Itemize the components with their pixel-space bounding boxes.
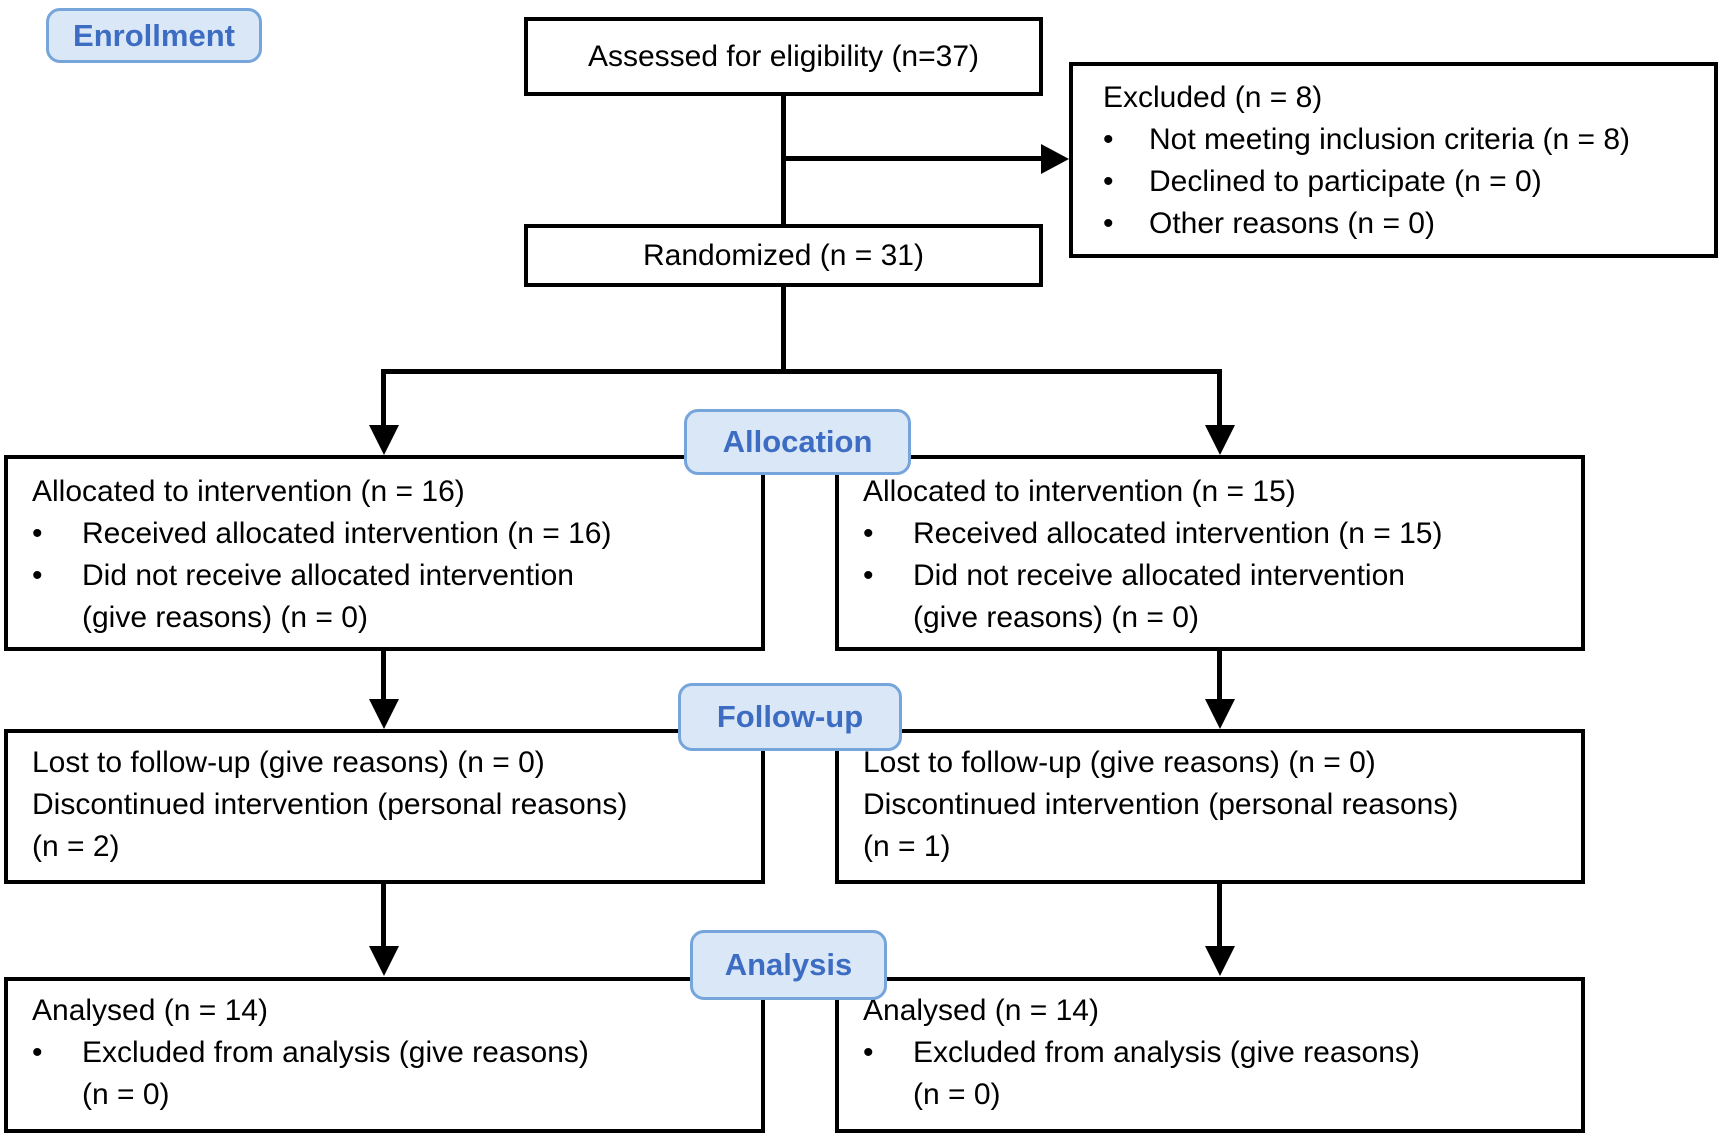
bullet-icon: • (863, 517, 874, 550)
bullet-icon: • (32, 1036, 43, 1069)
allocation-stage-label: Allocation (684, 409, 911, 475)
excluded-title-text: Excluded (n = 8) (1103, 81, 1323, 114)
allocation-right-title-text: Allocated to intervention (n = 15) (863, 475, 1296, 508)
followup-right-text: Discontinued intervention (personal reas… (863, 788, 1459, 821)
followup-left-text: Lost to follow-up (give reasons) (n = 0) (32, 746, 545, 779)
followup-left-line: Discontinued intervention (personal reas… (32, 784, 747, 826)
allocation-right-item-continuation: (give reasons) (n = 0) (863, 597, 1567, 639)
followup-right-box: Lost to follow-up (give reasons) (n = 0)… (835, 729, 1585, 884)
arrowhead-down-followup-left-icon (369, 699, 399, 729)
excluded-item-line: • Not meeting inclusion criteria (n = 8) (1103, 119, 1700, 161)
allocation-left-item-continuation: (give reasons) (n = 0) (32, 597, 747, 639)
bullet-icon: • (32, 559, 43, 592)
arrowhead-right-excluded-icon (1041, 144, 1069, 174)
allocation-left-item-text: (give reasons) (n = 0) (82, 601, 368, 634)
analysis-stage-label: Analysis (690, 930, 887, 1000)
followup-stage-label-text: Follow-up (716, 699, 864, 734)
followup-left-text: Discontinued intervention (personal reas… (32, 788, 628, 821)
connector-followup-to-analysis-right (1217, 884, 1222, 947)
bullet-icon: • (1103, 123, 1114, 156)
analysis-left-item-line: • Excluded from analysis (give reasons) (32, 1032, 747, 1074)
followup-right-line: Discontinued intervention (personal reas… (863, 784, 1567, 826)
connector-alloc-to-followup-left (381, 651, 386, 701)
followup-right-line: Lost to follow-up (give reasons) (n = 0) (863, 742, 1567, 784)
excluded-item-line: • Other reasons (n = 0) (1103, 203, 1700, 245)
allocation-right-item-text: (give reasons) (n = 0) (913, 601, 1199, 634)
allocation-right-item-text: Did not receive allocated intervention (913, 559, 1405, 592)
allocation-right-title-line: Allocated to intervention (n = 15) (863, 471, 1567, 513)
followup-right-text: (n = 1) (863, 830, 951, 863)
allocation-stage-label-text: Allocation (722, 424, 873, 459)
connector-branch-bar (381, 369, 1222, 374)
followup-stage-label: Follow-up (678, 683, 902, 751)
hanging-indent-spacer (32, 1074, 82, 1116)
analysis-left-title-text: Analysed (n = 14) (32, 994, 268, 1027)
followup-right-line: (n = 1) (863, 826, 1567, 868)
bullet-icon: • (1103, 165, 1114, 198)
randomized-text: Randomized (n = 31) (643, 238, 924, 272)
allocation-right-item-line: • Received allocated intervention (n = 1… (863, 513, 1567, 555)
allocation-left-item-line: • Did not receive allocated intervention (32, 555, 747, 597)
excluded-title-line: Excluded (n = 8) (1103, 77, 1700, 119)
analysis-right-title-text: Analysed (n = 14) (863, 994, 1099, 1027)
arrowhead-down-allocation-left-icon (369, 425, 399, 455)
allocation-left-title-text: Allocated to intervention (n = 16) (32, 475, 465, 508)
allocation-right-item-text: Received allocated intervention (n = 15) (913, 517, 1443, 550)
connector-randomized-stem (781, 287, 786, 374)
arrowhead-down-analysis-right-icon (1205, 946, 1235, 976)
assessed-for-eligibility-text: Assessed for eligibility (n=37) (587, 39, 979, 73)
analysis-left-box: Analysed (n = 14) • Excluded from analys… (4, 977, 765, 1133)
connector-to-excluded (781, 156, 1041, 161)
allocation-left-title-line: Allocated to intervention (n = 16) (32, 471, 747, 513)
analysis-left-item-text: Excluded from analysis (give reasons) (82, 1036, 589, 1069)
allocation-left-box: Allocated to intervention (n = 16) • Rec… (4, 455, 765, 651)
arrowhead-down-allocation-right-icon (1205, 425, 1235, 455)
excluded-item-line: • Declined to participate (n = 0) (1103, 161, 1700, 203)
connector-alloc-to-followup-right (1217, 651, 1222, 701)
analysis-right-title-line: Analysed (n = 14) (863, 990, 1567, 1032)
excluded-item-text: Other reasons (n = 0) (1149, 207, 1435, 240)
excluded-box: Excluded (n = 8) • Not meeting inclusion… (1069, 62, 1718, 258)
analysis-right-box: Analysed (n = 14) • Excluded from analys… (835, 977, 1585, 1133)
allocation-left-item-text: Received allocated intervention (n = 16) (82, 517, 612, 550)
analysis-left-item-text: (n = 0) (82, 1078, 170, 1111)
followup-left-box: Lost to follow-up (give reasons) (n = 0)… (4, 729, 765, 884)
followup-left-text: (n = 2) (32, 830, 120, 863)
bullet-icon: • (863, 1036, 874, 1069)
allocation-right-box: Allocated to intervention (n = 15) • Rec… (835, 455, 1585, 651)
followup-left-line: (n = 2) (32, 826, 747, 868)
allocation-left-item-text: Did not receive allocated intervention (82, 559, 574, 592)
arrowhead-down-followup-right-icon (1205, 699, 1235, 729)
analysis-stage-label-text: Analysis (724, 947, 853, 982)
hanging-indent-spacer (863, 1074, 913, 1116)
connector-branch-right-drop (1217, 369, 1222, 427)
allocation-right-item-line: • Did not receive allocated intervention (863, 555, 1567, 597)
bullet-icon: • (32, 517, 43, 550)
allocation-left-item-line: • Received allocated intervention (n = 1… (32, 513, 747, 555)
followup-left-line: Lost to follow-up (give reasons) (n = 0) (32, 742, 747, 784)
followup-right-text: Lost to follow-up (give reasons) (n = 0) (863, 746, 1376, 779)
bullet-icon: • (863, 559, 874, 592)
arrowhead-down-analysis-left-icon (369, 946, 399, 976)
analysis-left-item-continuation: (n = 0) (32, 1074, 747, 1116)
analysis-right-item-text: (n = 0) (913, 1078, 1001, 1111)
bullet-icon: • (1103, 207, 1114, 240)
hanging-indent-spacer (863, 597, 913, 639)
enrollment-stage-label-text: Enrollment (73, 17, 235, 53)
assessed-for-eligibility-box: Assessed for eligibility (n=37) (524, 17, 1043, 96)
randomized-box: Randomized (n = 31) (524, 224, 1043, 287)
connector-followup-to-analysis-left (381, 884, 386, 947)
analysis-right-item-line: • Excluded from analysis (give reasons) (863, 1032, 1567, 1074)
analysis-right-item-text: Excluded from analysis (give reasons) (913, 1036, 1420, 1069)
excluded-item-text: Not meeting inclusion criteria (n = 8) (1149, 123, 1631, 156)
enrollment-stage-label: Enrollment (46, 8, 262, 63)
analysis-left-title-line: Analysed (n = 14) (32, 990, 747, 1032)
excluded-item-text: Declined to participate (n = 0) (1149, 165, 1542, 198)
connector-branch-left-drop (381, 369, 386, 427)
analysis-right-item-continuation: (n = 0) (863, 1074, 1567, 1116)
hanging-indent-spacer (32, 597, 82, 639)
